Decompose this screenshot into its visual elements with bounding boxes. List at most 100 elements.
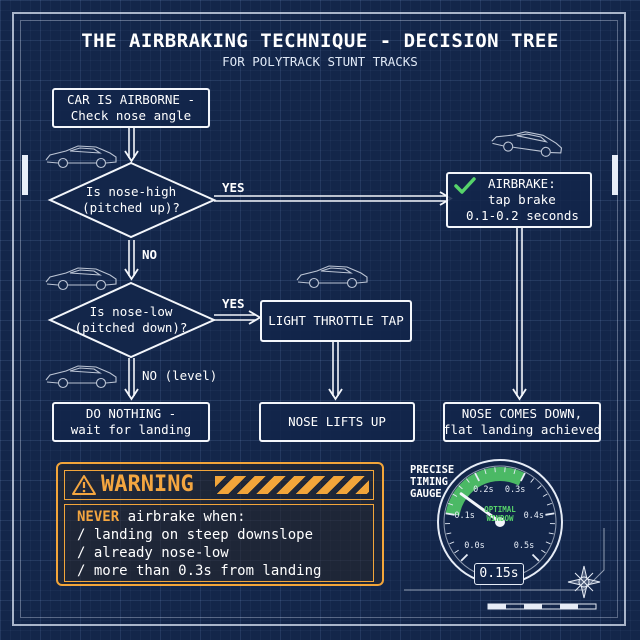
warning-item-nose-low: / already nose-low — [77, 545, 229, 561]
gauge-major-tick — [474, 472, 480, 482]
gauge-tick-label: 0.4s — [523, 510, 545, 521]
node-nose-comes-down: NOSE COMES DOWN, flat landing achieved — [443, 402, 601, 442]
car-sketch-icon — [491, 131, 563, 157]
gauge-readout: 0.15s — [474, 563, 524, 585]
gauge-caption-line-3: GAUGE — [410, 488, 442, 500]
node-nose-lifts-up: NOSE LIFTS UP — [259, 402, 415, 442]
frame-tab-right — [612, 155, 618, 195]
node-airbrake-line-3: 0.1-0.2 seconds — [466, 208, 579, 223]
warning-intro-text: airbrake when: — [119, 509, 246, 525]
gauge-tick-label: 0.2s — [473, 484, 494, 495]
gauge-caption-line-1: PRECISE — [410, 464, 455, 476]
gauge-optimal-line-2: WINDOW — [486, 514, 514, 523]
gauge-optimal-line-1: OPTIMAL — [484, 505, 516, 514]
node-do-nothing-line-1: DO NOTHING - — [85, 406, 177, 421]
gauge-bracket — [404, 528, 605, 591]
node-question-nose-low: Is nose-low (pitched down)? — [60, 304, 202, 336]
gauge-optimal-window-band — [445, 467, 525, 516]
car-sketch-icon — [45, 267, 117, 291]
arrowhead-no-high — [124, 268, 139, 281]
arrowhead-throttle — [328, 388, 343, 401]
diamond-nose-high — [47, 161, 217, 239]
gauge-tick-label: 0.0s — [464, 540, 485, 551]
gauge-minor-tick — [458, 485, 463, 490]
warning-never-word: NEVER — [77, 509, 120, 525]
blueprint-inner-frame — [20, 20, 618, 618]
node-throttle-label: LIGHT THROTTLE TAP — [268, 313, 404, 328]
warning-intro-line: NEVER airbrake when: — [77, 508, 361, 526]
gauge-minor-tick — [484, 469, 487, 475]
page-subtitle: FOR POLYTRACK STUNT TRACKS — [222, 54, 418, 69]
gauge-major-tick — [531, 553, 540, 562]
node-airbrake-line-2: tap brake — [488, 192, 556, 207]
node-do-nothing-line-2: wait for landing — [70, 422, 192, 437]
warning-hazard-stripes — [215, 476, 369, 494]
gauge-minor-tick — [452, 493, 458, 497]
gauge-major-tick — [460, 553, 469, 562]
question-nose-high-line-2: (pitched up)? — [82, 200, 180, 215]
question-nose-high-line-1: Is nose-high — [85, 184, 177, 199]
arrowhead-no-level — [124, 388, 139, 401]
timing-gauge — [437, 459, 563, 585]
question-nose-low-line-1: Is nose-low — [89, 304, 173, 319]
gauge-hub — [495, 517, 505, 527]
node-nose-down-line-2: flat landing achieved — [442, 422, 602, 437]
node-car-airborne-line-2: Check nose angle — [70, 108, 192, 123]
warning-body: NEVER airbrake when: / landing on steep … — [64, 504, 374, 582]
car-sketch-icon — [296, 265, 368, 289]
gauge-major-tick — [445, 512, 455, 516]
gauge-optimal-window-label: OPTIMAL WINDOW — [470, 505, 530, 523]
node-nose-down-line-1: NOSE COMES DOWN, — [461, 406, 583, 421]
gauge-minor-tick — [542, 493, 548, 497]
node-airbrake-line-1: AIRBRAKE: — [488, 176, 556, 191]
edge-label-yes-low: YES — [222, 296, 245, 311]
gauge-minor-tick — [454, 549, 459, 554]
gauge-tick-label: 0.5s — [513, 540, 535, 551]
node-question-nose-high: Is nose-high (pitched up)? — [60, 184, 202, 216]
node-nose-lifts-label: NOSE LIFTS UP — [288, 414, 386, 429]
node-car-airborne-line-1: CAR IS AIRBORNE - — [67, 92, 195, 107]
gauge-minor-tick — [537, 485, 542, 490]
gauge-tick-label: 0.3s — [504, 484, 526, 495]
arrowhead-airbrake — [512, 388, 527, 401]
warning-panel: WARNING NEVER airbrake when: / landing o… — [56, 462, 384, 586]
diamond-nose-low — [47, 281, 217, 359]
gauge-minor-tick — [545, 541, 551, 545]
gauge-minor-tick — [541, 549, 546, 554]
node-light-throttle-tap: LIGHT THROTTLE TAP — [260, 300, 412, 342]
page-title: THE AIRBRAKING TECHNIQUE - DECISION TREE — [81, 30, 559, 52]
gauge-major-tick — [520, 472, 526, 482]
blueprint-frame — [12, 12, 626, 626]
edge-label-yes-high: YES — [222, 180, 245, 195]
check-icon — [454, 177, 476, 194]
gauge-minor-tick — [449, 541, 455, 545]
warning-item-steep-downslope: / landing on steep downslope — [77, 527, 314, 543]
gauge-minor-tick — [548, 532, 554, 535]
gauge-minor-tick — [513, 469, 516, 475]
compass-rose-icon — [567, 565, 601, 599]
warning-title: WARNING — [101, 472, 194, 497]
question-nose-low-line-2: (pitched down)? — [74, 320, 188, 335]
node-car-airborne: CAR IS AIRBORNE - Check nose angle — [52, 88, 210, 128]
gauge-minor-tick — [446, 532, 452, 535]
car-sketch-icon — [45, 365, 117, 389]
edge-label-no-high: NO — [142, 247, 158, 262]
gauge-caption-line-2: TIMING — [410, 476, 448, 488]
gauge-needle — [459, 492, 502, 524]
scale-bar — [487, 603, 597, 610]
car-sketch-icon — [45, 145, 117, 169]
warning-header: WARNING — [64, 470, 374, 500]
gauge-minor-tick — [465, 478, 470, 483]
warning-item-too-far: / more than 0.3s from landing — [77, 563, 322, 579]
edge-label-no-level: NO (level) — [142, 368, 218, 383]
gauge-tick-label: 0.1s — [454, 510, 475, 521]
gauge-minor-tick — [546, 502, 552, 506]
warning-triangle-icon — [72, 475, 96, 495]
gauge-minor-tick — [448, 502, 454, 506]
arrowhead-start — [124, 150, 139, 163]
frame-tab-left — [22, 155, 28, 195]
gauge-minor-tick — [530, 478, 535, 483]
gauge-major-tick — [545, 512, 555, 516]
node-do-nothing: DO NOTHING - wait for landing — [52, 402, 210, 442]
